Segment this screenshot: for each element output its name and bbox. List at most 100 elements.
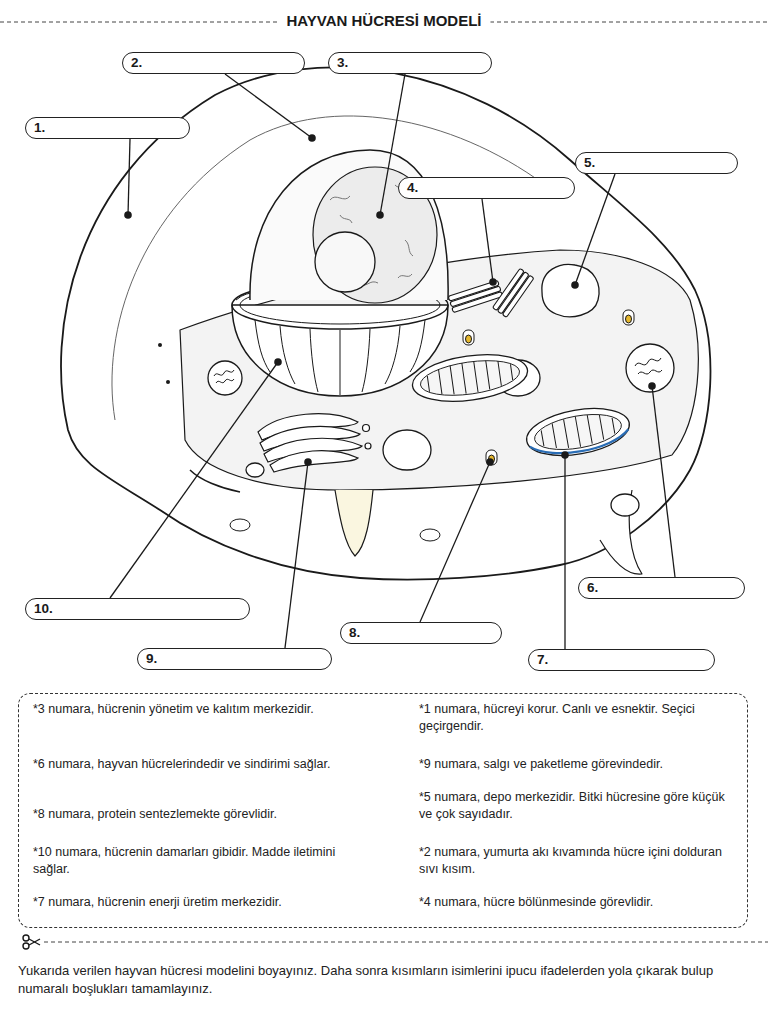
mitochondria-part [410,348,531,408]
lysosomes-part [635,358,662,374]
leader-lines-part [420,462,490,622]
label-box: 3. [328,52,492,74]
leader-dots-part [648,382,656,390]
leader-lines-part [225,74,312,138]
callout-number: 9. [146,651,157,667]
mitochondria-part-part [418,355,521,401]
lysosomes-part [208,361,242,395]
lysosomes [208,344,674,395]
hint-box: *3 numara, hücrenin yönetim ve kalıtım m… [18,693,748,928]
callout-number: 6. [587,580,598,596]
label-box: 1. [25,117,190,139]
cell-body-part [158,343,162,347]
mitochondria-part-part [530,429,631,460]
callout-number: 7. [537,652,548,668]
nucleus-part [315,232,375,292]
centrioles-part [493,268,534,317]
vacuoles [246,264,639,516]
vacuoles-part [383,430,431,470]
hint-text: *3 numara, hücrenin yönetim ve kalıtım m… [33,701,368,718]
cut-line-part [44,942,768,943]
cell-body-part [230,519,250,531]
vacuoles-part [246,463,264,477]
scissors-icon-part [23,943,29,949]
golgi-body-part [270,451,358,472]
vacuoles-part [611,494,639,516]
mitochondria-part [523,401,633,462]
ribosomes-part [463,330,474,345]
cell-body [61,67,710,579]
nucleus [232,150,448,396]
leader-lines-part [110,362,278,598]
leader-dots-part [124,211,132,219]
callout-number: 4. [407,180,418,196]
leader-lines-part [482,199,493,282]
leader-dots-part [376,211,384,219]
golgi-body [258,414,371,472]
hint-text: *9 numara, salgı ve paketleme görevinded… [419,756,737,773]
scissors-icon [23,935,40,949]
leader-lines-part [285,462,308,648]
lysosomes-part [626,344,674,392]
worksheet-title: HAYVAN HÜCRESİ MODELİ [277,12,490,30]
label-box: 10. [25,598,250,620]
scissors-icon-part [29,939,40,945]
leader-lines-part [128,139,130,215]
scissors-icon-part [29,939,40,945]
golgi-body-part [363,425,370,432]
callout-number: 5. [584,155,595,171]
lysosomes-part [214,370,234,383]
label-box: 5. [575,152,738,174]
hint-text: *4 numara, hücre bölünmesinde görevlidir… [419,894,737,911]
label-box: 2. [122,52,305,74]
callout-number: 10. [34,601,53,617]
hint-text: *1 numara, hücreyi korur. Canlı ve esnek… [419,701,737,735]
label-box: 8. [340,622,502,644]
vacuoles-part [542,264,599,316]
leader-dots-part [571,281,579,289]
nucleus-part [255,320,425,395]
centrioles-part-part [502,275,534,317]
leader-dots-part [274,358,282,366]
hint-text: *7 numara, hücrenin enerji üretim merkez… [33,894,368,911]
callout-number: 2. [131,55,142,71]
cell-body-part [335,490,373,556]
instruction-text: Yukarıda verilen hayvan hücresi modelini… [18,962,753,998]
hint-text: *10 numara, hücrenin damarları gibidir. … [33,844,368,878]
cell-body-part [166,380,170,384]
ribosomes-part [486,450,497,465]
callout-number: 1. [34,120,45,136]
scissors-icon-part [23,935,29,941]
leader-dots-part [486,458,494,466]
mitochondria-part-part [410,348,531,408]
leader-dots [124,134,656,466]
hint-text: *2 numara, yumurta akı kıvamında hücre i… [419,844,737,878]
cell-body-part [420,529,440,541]
leader-dots-part [561,451,569,459]
mitochondria-part-part [532,409,624,456]
label-box: 9. [137,648,332,670]
leader-dots-part [489,278,497,286]
label-box: 6. [578,577,745,599]
mitochondria [410,348,634,463]
hint-text: *6 numara, hayvan hücrelerindedir ve sin… [33,756,368,773]
label-box: 7. [528,649,715,671]
centrioles [448,268,534,317]
ribosomes-part [466,335,472,343]
hint-text: *5 numara, depo merkezidir. Bitki hücres… [419,789,737,823]
cell-body-part [600,490,642,574]
mitochondria-part-part [540,410,616,453]
mitochondria-part-part [426,356,513,398]
leader-lines-part [564,455,565,649]
leader-dots-part [304,458,312,466]
cut-line [23,935,768,949]
label-box: 4. [398,177,575,199]
callout-number: 8. [349,625,360,641]
hint-text: *8 numara, protein sentezlemekte görevli… [33,806,368,823]
leader-lines-part [652,386,675,577]
callout-number: 3. [337,55,348,71]
cell-body-part [61,67,710,579]
ribosomes [463,310,634,465]
